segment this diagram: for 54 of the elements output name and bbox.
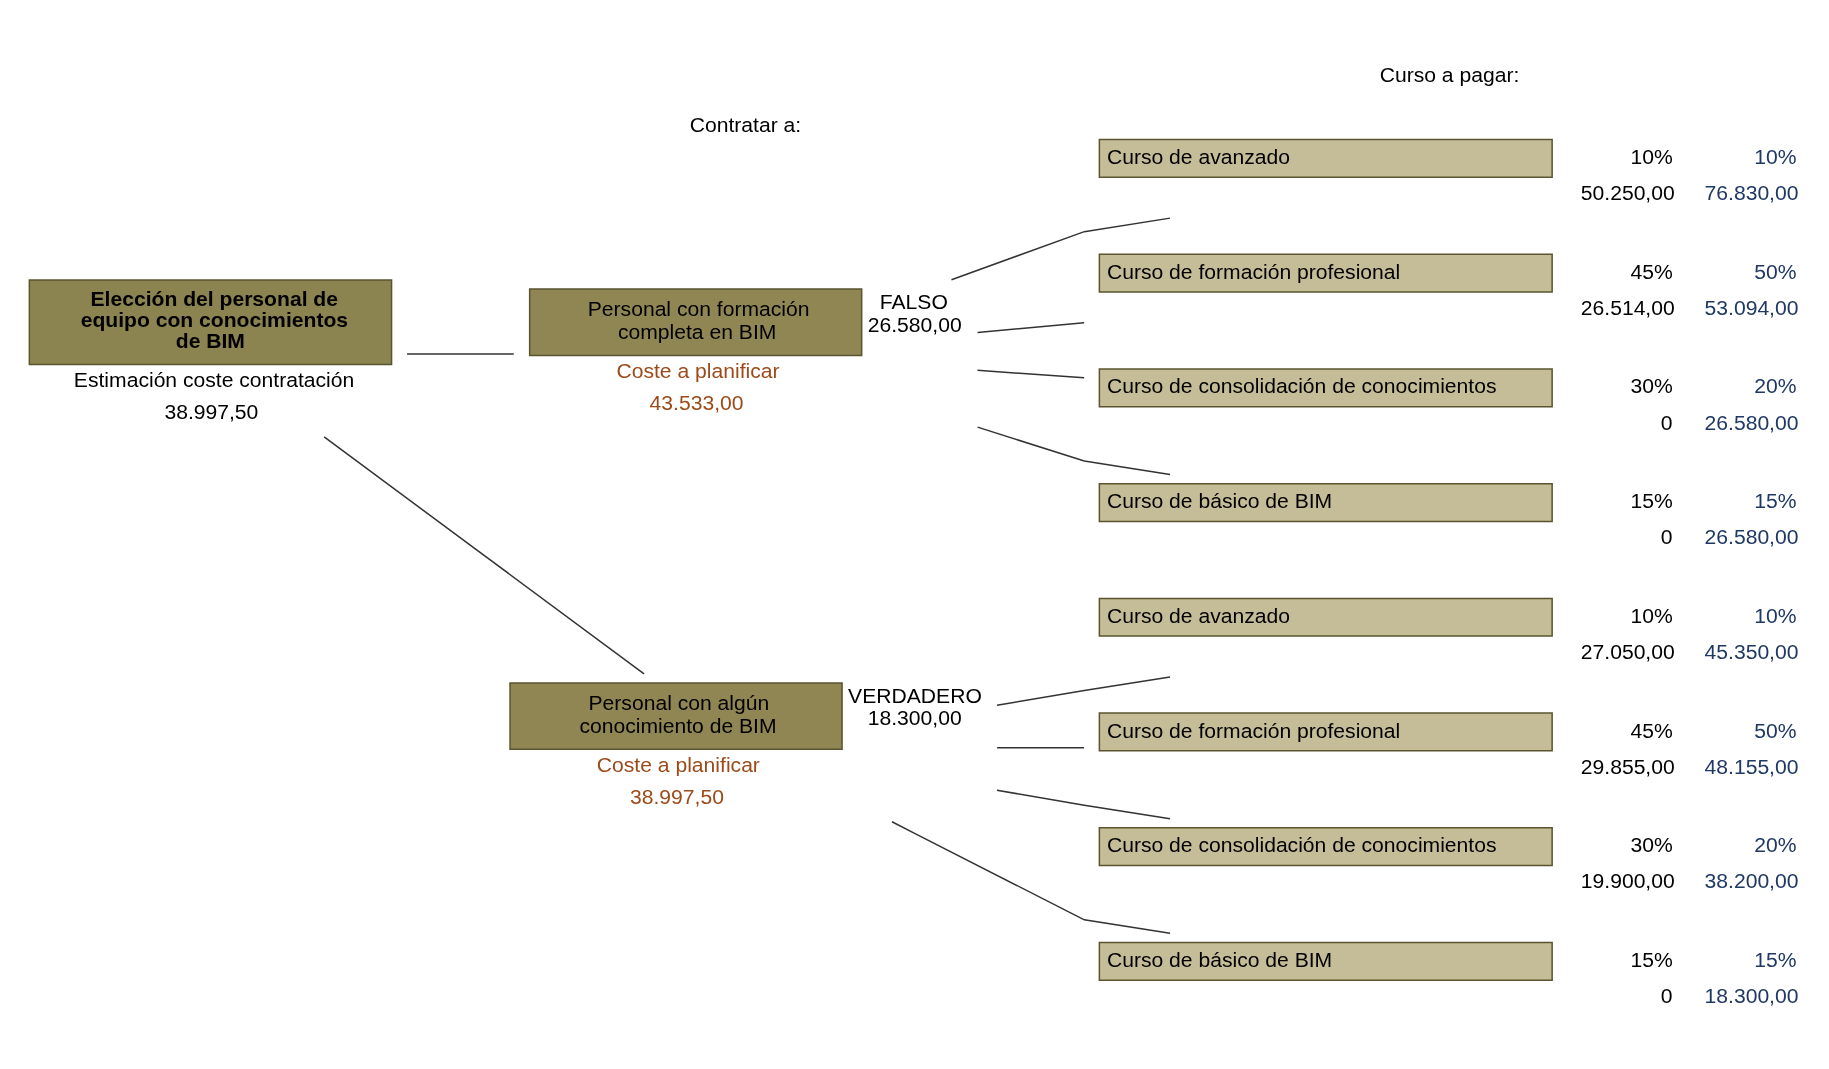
node-label: 76.830,00	[1704, 180, 1799, 204]
node-label: Coste a planificar	[596, 752, 760, 776]
connector	[891, 820, 1171, 934]
node-label: 50.250,00	[1580, 180, 1675, 204]
node-label: 19.900,00	[1580, 868, 1675, 892]
node-label: 10%	[1630, 603, 1673, 627]
node-label: 38.997,50	[164, 399, 259, 423]
node-label: 48.155,00	[1704, 754, 1799, 778]
node-label: 26.580,00	[867, 312, 962, 336]
node-label: 30%	[1630, 373, 1673, 397]
connector	[996, 789, 1171, 819]
label: Contratar a:	[689, 112, 802, 136]
node-label: Coste a planificar	[616, 358, 780, 382]
node-label: Estimación coste contratación	[73, 367, 355, 391]
node-label: 20%	[1754, 832, 1797, 856]
connector	[976, 425, 1171, 475]
node-label: 26.580,00	[1704, 524, 1799, 548]
node-label: 50%	[1754, 718, 1797, 742]
node-label: 26.580,00	[1704, 410, 1799, 434]
node-label: 10%	[1754, 603, 1797, 627]
node-label: 45%	[1630, 718, 1673, 742]
connector	[976, 321, 1085, 333]
connector	[996, 675, 1171, 706]
connector	[996, 746, 1085, 749]
node-label: 0	[1660, 983, 1673, 1007]
node-label: 10%	[1630, 144, 1673, 168]
node-label: 20%	[1754, 373, 1797, 397]
node-label: 50%	[1754, 259, 1797, 283]
node-label: 0	[1660, 524, 1673, 548]
label: Curso a pagar:	[1379, 62, 1520, 86]
node-label: FALSO	[879, 289, 948, 313]
node-label: 15%	[1630, 947, 1673, 971]
node-label: 27.050,00	[1580, 639, 1675, 663]
node-label: VERDADERO	[848, 683, 982, 707]
node-label: 38.200,00	[1704, 868, 1799, 892]
connector	[323, 435, 645, 675]
node-label: 15%	[1754, 947, 1797, 971]
connector	[950, 216, 1171, 281]
connector	[406, 352, 515, 355]
node-label: 29.855,00	[1580, 754, 1675, 778]
connector	[976, 369, 1085, 379]
node-label: 0	[1660, 410, 1673, 434]
node-label: 26.514,00	[1580, 295, 1675, 319]
node-label: 18.300,00	[1704, 983, 1799, 1007]
node-label: 30%	[1630, 832, 1673, 856]
node-label: 43.533,00	[649, 390, 744, 414]
node-label: 45.350,00	[1704, 639, 1799, 663]
node-label: 38.997,50	[630, 784, 724, 808]
node-label: 10%	[1754, 144, 1797, 168]
node-label: 53.094,00	[1704, 295, 1799, 319]
node-label: 45%	[1630, 259, 1673, 283]
node-label: 15%	[1754, 488, 1797, 512]
node-label: 18.300,00	[867, 705, 962, 729]
node-label: 15%	[1630, 488, 1673, 512]
